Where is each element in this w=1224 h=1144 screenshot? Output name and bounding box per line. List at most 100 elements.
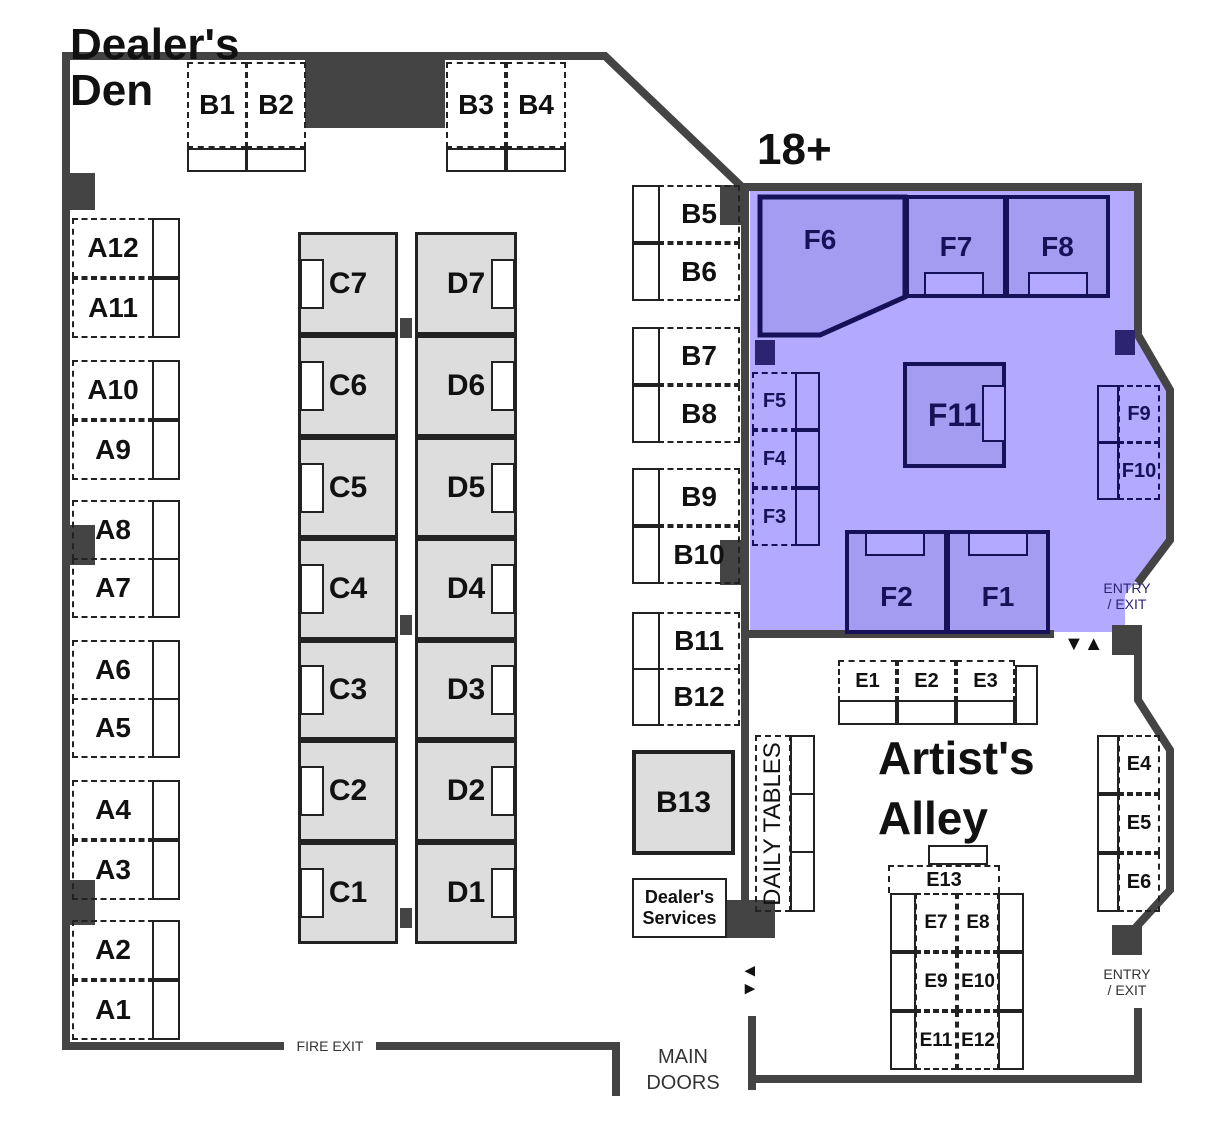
booth-E10[interactable]: E10 — [957, 952, 999, 1011]
table — [152, 278, 180, 338]
sign-line: Services — [642, 908, 717, 928]
booth-label: F2 — [880, 581, 913, 612]
entry-exit-sign-adult[interactable]: ENTRY / EXIT — [1095, 580, 1159, 612]
booth-A4[interactable]: A4 — [72, 780, 154, 840]
booth-label: F3 — [762, 505, 787, 528]
booth-A8[interactable]: A8 — [72, 500, 154, 560]
table — [152, 360, 180, 420]
pillar — [400, 615, 412, 635]
table — [632, 612, 660, 670]
table — [491, 868, 515, 918]
booth-label: A4 — [95, 794, 131, 825]
table — [152, 980, 180, 1040]
table — [491, 766, 515, 816]
table — [790, 735, 815, 795]
booth-E2[interactable]: E2 — [897, 660, 956, 702]
booth-A2[interactable]: A2 — [72, 920, 154, 980]
sign-line: / EXIT — [1107, 596, 1147, 612]
booth-F11[interactable]: F11 — [903, 362, 1006, 468]
title-line: Artist's — [878, 732, 1035, 784]
booth-label: C4 — [328, 572, 368, 605]
booth-E3[interactable]: E3 — [956, 660, 1015, 702]
booth-A5[interactable]: A5 — [72, 698, 154, 758]
booth-B8[interactable]: B8 — [658, 385, 740, 443]
booth-label: F4 — [762, 447, 787, 470]
booth-label: D1 — [446, 876, 486, 909]
table — [187, 148, 247, 172]
booth-B1[interactable]: B1 — [187, 62, 247, 148]
booth-B6[interactable]: B6 — [658, 243, 740, 301]
booth-B11[interactable]: B11 — [658, 612, 740, 670]
table — [838, 700, 897, 725]
booth-A1[interactable]: A1 — [72, 980, 154, 1040]
booth-label: E7 — [924, 911, 948, 933]
booth-F10[interactable]: F10 — [1118, 442, 1160, 500]
booth-label: A7 — [95, 572, 131, 603]
booth-B7[interactable]: B7 — [658, 327, 740, 385]
booth-E13[interactable]: E13 — [888, 865, 1000, 893]
booth-label: C3 — [328, 673, 368, 706]
pillar — [400, 318, 412, 338]
booth-A6[interactable]: A6 — [72, 640, 154, 700]
table — [890, 893, 916, 952]
table — [491, 564, 515, 614]
booth-B12[interactable]: B12 — [658, 668, 740, 726]
booth-label: F7 — [939, 230, 973, 262]
booth-E12[interactable]: E12 — [957, 1011, 999, 1070]
booth-A10[interactable]: A10 — [72, 360, 154, 420]
table — [1097, 853, 1119, 912]
booth-F6[interactable]: F6 — [760, 210, 880, 270]
booth-label: A9 — [95, 434, 131, 465]
booth-B13[interactable]: B13 — [632, 750, 735, 855]
daily-tables-area[interactable]: DAILY TABLES — [755, 735, 791, 912]
booth-F3[interactable]: F3 — [752, 488, 797, 546]
booth-label: E3 — [973, 669, 998, 692]
booth-D4[interactable]: D4 — [415, 538, 517, 640]
booth-A7[interactable]: A7 — [72, 558, 154, 618]
booth-E5[interactable]: E5 — [1118, 794, 1160, 853]
booth-B9[interactable]: B9 — [658, 468, 740, 526]
pillar — [720, 185, 748, 225]
booth-A11[interactable]: A11 — [72, 278, 154, 338]
booth-B4[interactable]: B4 — [506, 62, 566, 148]
dealers-services[interactable]: Dealer's Services — [632, 878, 727, 938]
booth-E1[interactable]: E1 — [838, 660, 897, 702]
pillar — [755, 340, 775, 365]
booth-F4[interactable]: F4 — [752, 430, 797, 488]
booth-E6[interactable]: E6 — [1118, 853, 1160, 912]
booth-D7[interactable]: D7 — [415, 232, 517, 335]
table — [795, 372, 820, 430]
booth-label: F6 — [803, 224, 837, 255]
table — [632, 243, 660, 301]
booth-B10[interactable]: B10 — [658, 526, 740, 584]
booth-E4[interactable]: E4 — [1118, 735, 1160, 794]
booth-E9[interactable]: E9 — [915, 952, 957, 1011]
title-line: Dealer's — [70, 20, 240, 69]
sign-line: / EXIT — [1107, 982, 1147, 998]
main-doors-sign[interactable]: MAIN DOORS — [638, 1044, 728, 1096]
booth-C1[interactable]: C1 — [298, 842, 398, 944]
booth-E8[interactable]: E8 — [957, 893, 999, 952]
table — [300, 868, 324, 918]
table — [924, 272, 984, 296]
booth-label: E10 — [961, 970, 995, 992]
booth-B3[interactable]: B3 — [446, 62, 506, 148]
booth-F5[interactable]: F5 — [752, 372, 797, 430]
booth-B5[interactable]: B5 — [658, 185, 740, 243]
table — [300, 665, 324, 715]
booth-A9[interactable]: A9 — [72, 420, 154, 480]
booth-F9[interactable]: F9 — [1118, 385, 1160, 443]
booth-E11[interactable]: E11 — [915, 1011, 957, 1070]
booth-E7[interactable]: E7 — [915, 893, 957, 952]
booth-B2[interactable]: B2 — [246, 62, 306, 148]
booth-label: E6 — [1126, 871, 1152, 893]
table — [152, 420, 180, 480]
pillar — [400, 908, 412, 928]
entry-exit-sign-alley[interactable]: ENTRY / EXIT — [1095, 966, 1159, 998]
table — [897, 700, 956, 725]
booth-label: A11 — [88, 292, 138, 323]
booth-A12[interactable]: A12 — [72, 218, 154, 278]
table — [632, 468, 660, 526]
booth-A3[interactable]: A3 — [72, 840, 154, 900]
table — [246, 148, 306, 172]
